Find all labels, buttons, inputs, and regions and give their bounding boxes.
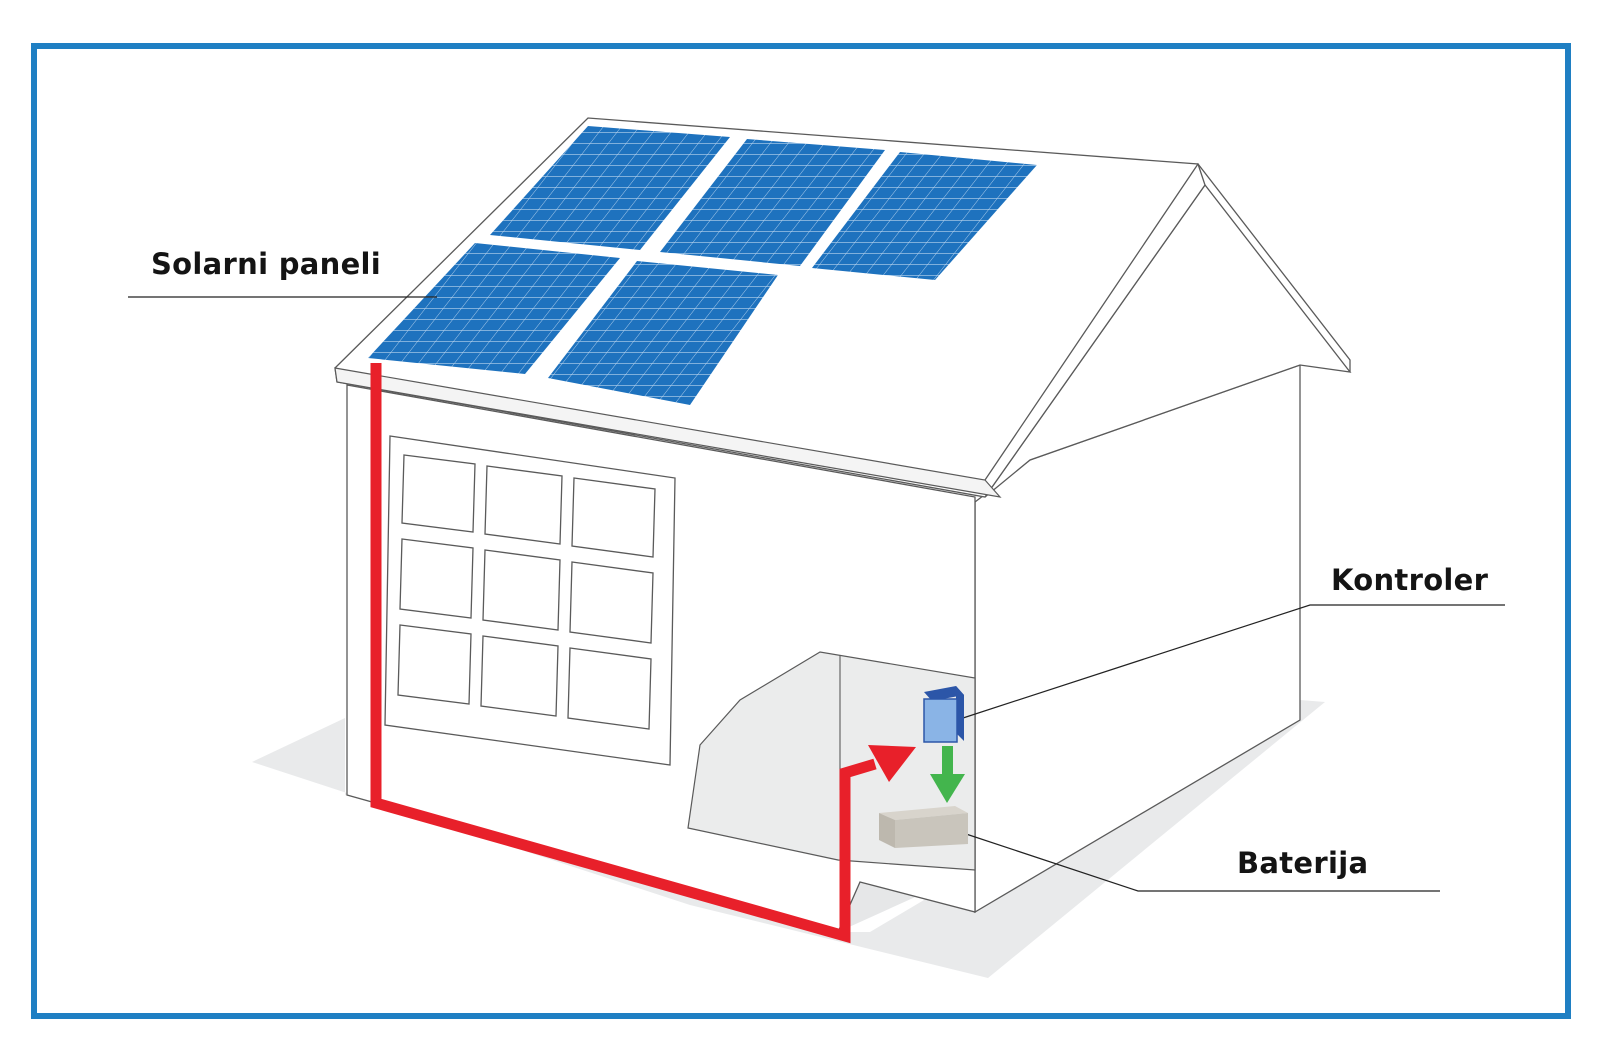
solar-panel-3 <box>812 152 1037 280</box>
controller-box <box>923 686 964 743</box>
gable-trim <box>984 162 1351 481</box>
charge-arrow <box>930 746 965 803</box>
wire-arrowhead <box>868 745 916 782</box>
power-wire <box>370 363 877 944</box>
solar-panel-array <box>368 126 1037 405</box>
solar-panel-4 <box>368 243 620 374</box>
leader-line-battery <box>959 831 1440 892</box>
label-controller: Kontroler <box>1331 563 1489 597</box>
solar-panel-1 <box>490 126 730 250</box>
roof-fascia <box>334 367 1002 498</box>
battery-box <box>879 806 968 848</box>
label-solar-panels: Solarni paneli <box>151 247 382 281</box>
ground-plane <box>252 700 1325 978</box>
solar-panel-2 <box>660 139 885 266</box>
window <box>384 435 676 766</box>
leader-line-controller <box>962 604 1505 719</box>
solar-panel-5 <box>548 261 778 405</box>
label-battery: Baterija <box>1237 846 1369 880</box>
